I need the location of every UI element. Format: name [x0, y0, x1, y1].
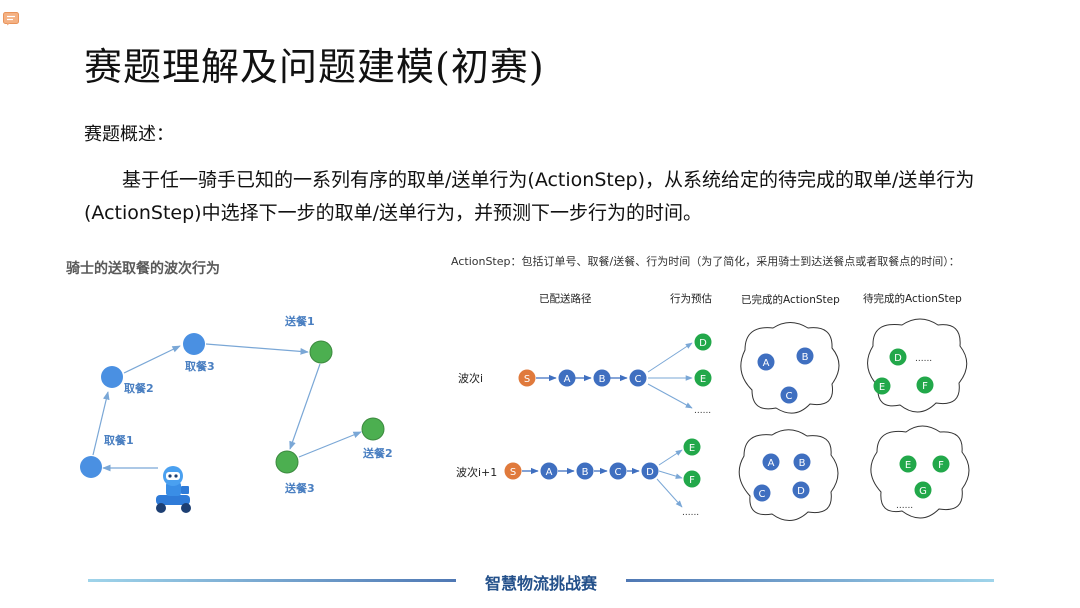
row1-pending-more: ...... — [915, 354, 932, 364]
pickup2-label: 取餐2 — [124, 381, 154, 395]
row2-pending-f-text: F — [938, 460, 944, 471]
row2-path-b — [576, 462, 594, 480]
row1-pending-f — [916, 376, 934, 394]
row1-completed-b-text: B — [802, 352, 809, 363]
footer-title: 智慧物流挑战赛 — [484, 574, 597, 593]
completed-header: 已完成的ActionStep — [741, 293, 840, 306]
row1-completed-c — [780, 386, 798, 404]
wave-i-label: 波次i — [458, 371, 483, 385]
row2-start-text: S — [510, 467, 516, 478]
row2-pending-g — [914, 481, 932, 499]
pending-header: 待完成的ActionStep — [863, 292, 962, 305]
left-diagram-heading: 骑士的送取餐的波次行为 — [66, 261, 220, 277]
row1-path-a — [558, 369, 576, 387]
deliver3-label: 送餐3 — [284, 481, 315, 495]
row2-completed-a-text: A — [768, 458, 775, 469]
row2-path-c-text: C — [615, 467, 622, 478]
row1-predict-d — [694, 333, 712, 351]
row1-path-b-text: B — [599, 374, 606, 385]
row2-pending-e-text: E — [905, 460, 911, 471]
row2-predict-e-text: E — [689, 443, 695, 454]
row2-predict-f — [683, 470, 701, 488]
row2-pending-more: ...... — [896, 501, 913, 511]
row1-completed-b — [796, 347, 814, 365]
row1-predict-d-text: D — [699, 338, 707, 349]
slide-title: 赛题理解及问题建模(初赛) — [84, 45, 545, 89]
row2-completed-c-text: C — [759, 489, 766, 500]
row1-pending-e-text: E — [879, 382, 885, 393]
row2-completed-cloud — [738, 429, 839, 521]
row1-path-c — [629, 369, 647, 387]
estimate-header: 行为预估 — [670, 292, 712, 305]
row1-path-a-text: A — [564, 374, 571, 385]
row2-completed-d-text: D — [797, 486, 805, 497]
row1-pending-f-text: F — [922, 381, 928, 392]
wave-i1-label: 波次i+1 — [456, 465, 497, 479]
row2-path-b-text: B — [582, 467, 589, 478]
pickup2-node — [101, 366, 123, 388]
row2-completed-b — [793, 453, 811, 471]
row1-completed-cloud — [740, 322, 840, 414]
row1-pending-cloud — [867, 318, 968, 413]
pickup3-label: 取餐3 — [185, 359, 215, 373]
deliver1-node — [309, 340, 333, 364]
row1-predict-more: ...... — [694, 406, 711, 416]
rider-scooter-icon — [156, 466, 191, 513]
row2-completed-b-text: B — [799, 458, 806, 469]
deliver2-node — [361, 417, 385, 441]
overview-paragraph: 基于任一骑手已知的一系列有序的取单/送单行为(ActionStep)，从系统给定… — [84, 169, 975, 224]
row1-start-text: S — [524, 374, 530, 385]
row2-path-d — [641, 462, 659, 480]
row2-predict-e — [683, 438, 701, 456]
row1-pending-e — [873, 377, 891, 395]
row1-completed-a — [757, 353, 775, 371]
row1-predict-e-text: E — [700, 374, 706, 385]
actionstep-caption: ActionStep：包括订单号、取餐/送餐、行为时间（为了简化，采用骑士到达送… — [451, 254, 960, 268]
row2-path-c — [609, 462, 627, 480]
pickup3-node — [183, 333, 205, 355]
row1-pending-d-text: D — [894, 353, 902, 364]
row2-completed-a — [762, 453, 780, 471]
deliver3-node — [275, 450, 299, 474]
footer-rule-right — [626, 579, 994, 582]
row1-path-c-text: C — [635, 374, 642, 385]
row1-completed-a-text: A — [763, 358, 770, 369]
row1-predict-e — [694, 369, 712, 387]
comment-icon — [3, 12, 19, 26]
row1-pending-d — [889, 348, 907, 366]
left-route-arrows — [92, 343, 362, 472]
row2-completed-d — [792, 481, 810, 499]
row2-path-d-text: D — [646, 467, 654, 478]
row1-start-node — [518, 369, 536, 387]
overview-heading: 赛题概述： — [84, 124, 174, 145]
pickup1-node — [80, 456, 102, 478]
footer-rule-left — [88, 579, 456, 582]
row2-pending-g-text: G — [919, 486, 927, 497]
deliver1-label: 送餐1 — [284, 314, 315, 328]
route-header: 已配送路径 — [539, 292, 592, 305]
row1-path-b — [593, 369, 611, 387]
row2-completed-c — [753, 484, 771, 502]
row2-path-a — [540, 462, 558, 480]
row2-start-node — [504, 462, 522, 480]
row1-completed-c-text: C — [786, 391, 793, 402]
deliver2-label: 送餐2 — [362, 446, 393, 460]
row2-pending-f — [932, 455, 950, 473]
row2-path-a-text: A — [546, 467, 553, 478]
row2-predict-more: ...... — [682, 508, 699, 518]
row2-predict-f-text: F — [689, 475, 695, 486]
pickup1-label: 取餐1 — [104, 433, 134, 447]
row2-pending-cloud — [870, 425, 970, 519]
row2-pending-e — [899, 455, 917, 473]
